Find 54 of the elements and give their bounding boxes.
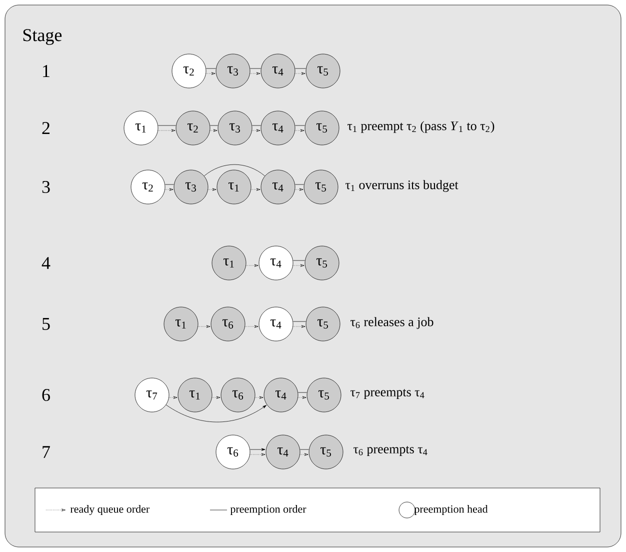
note: τ$_{6}$ releases a job [350,317,434,329]
stage-number: 4 [42,257,50,269]
ready-arrow [208,188,216,191]
ready-arrow [250,72,260,75]
ready-arrow [293,325,306,328]
preemption-line [252,125,261,126]
ready-arrow [293,264,304,267]
ready-arrow [250,453,266,456]
preemption-line [298,392,307,393]
preemption-line [293,321,306,322]
ready-arrow [210,129,218,132]
preemption-line [165,184,174,185]
ready-arrow [206,72,216,75]
ready-arrow [158,129,176,132]
preemption-arrow [250,448,266,451]
stage-number: 5 [42,318,50,330]
preemption-line [210,125,218,126]
stage-number: 2 [42,122,50,134]
ready-arrow [295,129,304,132]
ready-arrow [300,453,308,456]
stage-number: 6 [42,388,50,402]
ready-arrow [295,188,304,191]
note: τ$_{7}$ preempts τ$_{4}$ [350,388,424,400]
ready-arrow [252,129,260,132]
ready-arrow [198,325,210,328]
preemption-line [295,184,304,185]
preemption-line [206,68,216,69]
preemption-line [293,260,305,261]
preemption-line [158,125,176,126]
preemption-line [295,125,305,126]
ready-arrow [165,188,174,191]
note: τ$_{6}$ preempts τ$_{4}$ [353,446,428,456]
ready-arrow [298,396,306,399]
legend-text: ready queue order [70,505,150,515]
ready-arrow [169,396,178,399]
ready-arrow [251,188,260,191]
note: τ$_{1}$ overruns its budget [346,180,458,192]
ready-arrow [295,72,306,75]
preemption-line [250,68,261,69]
preemption-line [295,68,306,69]
ready-arrow [246,264,258,267]
note: τ$_{1}$ preempt τ$_{2}$ (pass Y$_{1}$ to τ$_{2}$) [347,121,494,133]
heading: Stage [23,29,62,45]
stage-number: 3 [42,180,50,194]
preemption-arrow [166,404,267,422]
preemption-line [204,164,266,176]
ready-arrow [245,325,258,328]
preemption-line [300,449,309,450]
ready-arrow [255,396,264,399]
stage-number: 1 [43,65,50,77]
ready-arrow [212,396,220,399]
legend-text: preemption head [414,505,488,515]
stage-number: 7 [42,446,50,458]
legend-text: preemption order [230,505,306,515]
